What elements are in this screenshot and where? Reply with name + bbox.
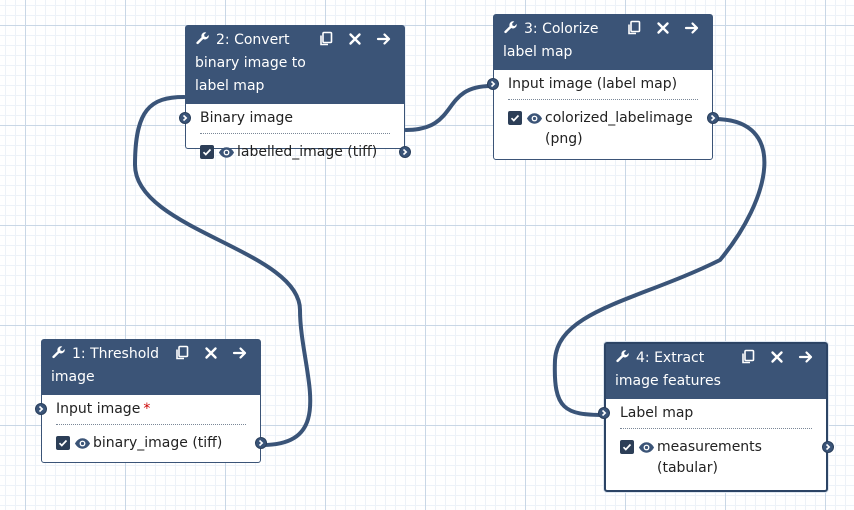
eye-icon[interactable] — [74, 435, 91, 452]
output-label: colorized_labelimage (png) — [545, 110, 693, 147]
wrench-icon — [196, 32, 209, 45]
node-header[interactable]: 2: Convert binary image to label map — [186, 26, 404, 104]
chevron-right-icon — [490, 80, 496, 88]
checkbox-checked-icon[interactable] — [620, 440, 634, 454]
output-terminal[interactable] — [822, 441, 834, 453]
output-label: labelled_image (tiff) — [237, 144, 378, 160]
input-label: Binary image — [200, 110, 294, 126]
arrow-right-icon[interactable] — [232, 345, 248, 361]
node-threshold-image[interactable]: 1: Threshold image Input image* binary — [35, 339, 267, 463]
close-icon[interactable] — [655, 20, 671, 36]
input-label: Input image — [56, 401, 141, 417]
chevron-right-icon — [258, 439, 264, 447]
node-header[interactable]: 3: Colorize label map — [494, 15, 712, 70]
input-terminal[interactable] — [598, 407, 610, 419]
chevron-right-icon — [825, 443, 831, 451]
wrench-icon — [504, 21, 517, 34]
copy-icon[interactable] — [740, 349, 756, 365]
chevron-right-icon — [601, 409, 607, 417]
input-terminal-row: Binary image — [179, 104, 390, 134]
wire-convert-to-colorize — [404, 84, 493, 132]
node-title: 3: Colorize label map — [503, 21, 599, 60]
checkbox-checked-icon[interactable] — [200, 145, 214, 159]
eye-icon[interactable] — [526, 110, 543, 127]
close-icon[interactable] — [347, 31, 363, 47]
copy-icon[interactable] — [174, 345, 190, 361]
chevron-right-icon — [710, 114, 716, 122]
chevron-right-icon — [402, 148, 408, 156]
arrow-right-icon[interactable] — [684, 20, 700, 36]
node-header[interactable]: 1: Threshold image — [42, 340, 260, 395]
output-terminal-row: binary_image (tiff) — [56, 431, 267, 461]
wrench-icon — [52, 346, 65, 359]
copy-icon[interactable] — [626, 20, 642, 36]
output-label: binary_image (tiff) — [93, 435, 223, 451]
close-icon[interactable] — [203, 345, 219, 361]
output-terminal-row: labelled_image (tiff) — [200, 140, 411, 170]
output-terminal-row: colorized_labelimage (png) — [508, 106, 719, 157]
input-terminal[interactable] — [35, 403, 47, 415]
output-terminal-row: measurements (tabular) — [620, 435, 834, 486]
eye-icon[interactable] — [218, 144, 235, 161]
node-convert-binary-image[interactable]: 2: Convert binary image to label map Bin… — [179, 25, 411, 160]
chevron-right-icon — [38, 405, 44, 413]
eye-icon[interactable] — [638, 439, 655, 456]
arrow-right-icon[interactable] — [376, 31, 392, 47]
input-terminal-row: Input image* — [35, 395, 246, 425]
node-title: 1: Threshold image — [51, 346, 160, 385]
input-terminal-row: Label map — [598, 399, 812, 429]
node-title: 2: Convert binary image to label map — [195, 32, 306, 94]
input-label: Input image (label map) — [508, 76, 678, 92]
input-label: Label map — [620, 405, 694, 421]
checkbox-checked-icon[interactable] — [508, 111, 522, 125]
input-terminal[interactable] — [179, 112, 191, 124]
close-icon[interactable] — [769, 349, 785, 365]
input-terminal[interactable] — [487, 78, 499, 90]
wrench-icon — [616, 350, 629, 363]
node-header[interactable]: 4: Extract image features — [606, 344, 826, 399]
output-terminal[interactable] — [399, 146, 411, 158]
node-extract-image-features[interactable]: 4: Extract image features Label map me — [598, 342, 834, 492]
node-title: 4: Extract image features — [615, 350, 721, 389]
output-terminal[interactable] — [707, 112, 719, 124]
required-marker: * — [143, 401, 151, 417]
input-terminal-row: Input image (label map) — [487, 70, 698, 100]
output-label: measurements (tabular) — [657, 439, 762, 476]
checkbox-checked-icon[interactable] — [56, 436, 70, 450]
copy-icon[interactable] — [318, 31, 334, 47]
arrow-right-icon[interactable] — [798, 349, 814, 365]
chevron-right-icon — [182, 114, 188, 122]
node-colorize-label-map[interactable]: 3: Colorize label map Input image (label… — [487, 14, 719, 160]
output-terminal[interactable] — [255, 437, 267, 449]
